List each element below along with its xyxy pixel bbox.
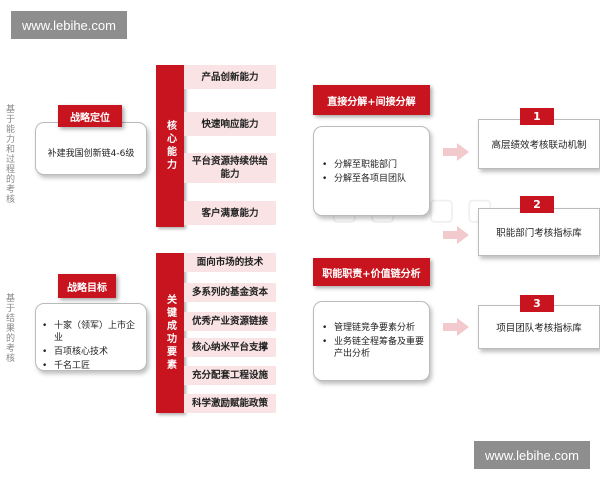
arrow-right-icon [443,226,469,244]
strategy-goal-title: 战略目标 [58,274,116,298]
success-factor-4: 核心纳米平台支撑 [184,338,276,357]
key-success-factor-bar: 关键成功要素 [156,253,184,413]
outcome-number-3: 3 [520,295,554,312]
success-factor-1: 面向市场的技术 [184,253,276,272]
side-label-result: 基于结果的考核 [4,293,14,363]
outcome-number-2: 2 [520,196,554,213]
decomposition-2-item-2: 业务链全程筹备及重要产出分析 [320,336,425,360]
decomposition-list-1: 分解至职能部门 分解至各项目团队 [320,159,425,185]
capability-item-4: 客户满意能力 [184,201,276,225]
site-watermark-top: www.lebihe.com [11,11,127,39]
goal-item-3: 千名工匠 [40,360,142,372]
decomposition-list-2: 管理链竞争要素分析 业务链全程筹备及重要产出分析 [320,322,425,360]
goal-item-2: 百项核心技术 [40,346,142,358]
success-factor-5: 充分配套工程设施 [184,366,276,385]
success-factor-3: 优秀产业资源链接 [184,312,276,331]
capability-item-2: 快速响应能力 [184,112,276,136]
capability-item-1: 产品创新能力 [184,65,276,89]
side-label-capability: 基于能力和过程的考核 [4,104,14,204]
capability-item-3: 平台资源持续供给能力 [184,153,276,183]
outcome-card-3: 项目团队考核指标库 [478,305,600,349]
decomposition-1-item-1: 分解至职能部门 [320,159,425,171]
strategy-goal-card: 十家（领军）上市企业 百项核心技术 千名工匠 [35,303,147,372]
site-watermark-bottom: www.lebihe.com [474,441,590,469]
strategy-position-title: 战略定位 [58,105,122,127]
strategy-position-card: 补建我国创新链4-6级 [35,122,147,175]
decomposition-1-item-2: 分解至各项目团队 [320,173,425,185]
decomposition-card-1: 分解至职能部门 分解至各项目团队 [313,126,430,216]
strategy-position-content: 补建我国创新链4-6级 [47,148,135,159]
decomposition-card-2: 管理链竞争要素分析 业务链全程筹备及重要产出分析 [313,301,430,381]
decomposition-2-item-1: 管理链竞争要素分析 [320,322,425,334]
core-capability-bar: 核心能力 [156,65,184,227]
arrow-right-icon [443,143,469,161]
goal-item-1: 十家（领军）上市企业 [40,320,142,344]
arrow-right-icon [443,318,469,336]
decomposition-title-1: 直接分解+间接分解 [313,85,430,115]
decomposition-title-2: 职能职责+价值链分析 [313,258,430,286]
outcome-number-1: 1 [520,108,554,125]
strategy-goal-list: 十家（领军）上市企业 百项核心技术 千名工匠 [40,320,142,372]
outcome-card-2: 职能部门考核指标库 [478,208,600,256]
success-factor-6: 科学激励赋能政策 [184,394,276,413]
success-factor-2: 多系列的基金资本 [184,283,276,302]
outcome-card-1: 高层绩效考核联动机制 [478,119,600,169]
